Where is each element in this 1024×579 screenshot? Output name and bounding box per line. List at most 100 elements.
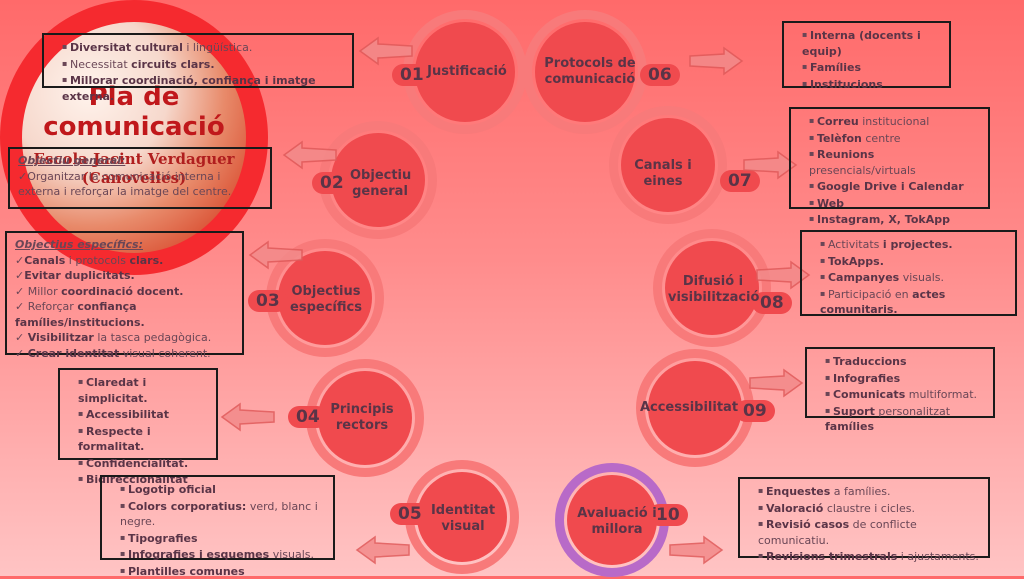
info-box-06: Interna (docents i equip) FamíliesInstitu… xyxy=(782,21,951,88)
text-segment: Evitar duplicitats. xyxy=(24,269,134,282)
title-line: comunicació xyxy=(43,112,224,142)
text-segment: visuals. xyxy=(899,271,944,284)
text-segment: a famílies. xyxy=(830,485,890,498)
node-label: Difusió i visibilització xyxy=(668,274,758,307)
text-segment: Accessibilitat xyxy=(86,408,169,421)
text-segment: Reunions xyxy=(817,148,874,161)
info-box-01: Diversitat cultural i lingüística.Necess… xyxy=(42,33,354,88)
node-label: Avaluació i millora xyxy=(572,506,662,539)
list-item: Correu institucional xyxy=(809,113,980,130)
text-segment: ✓ Millor xyxy=(15,285,61,298)
text-segment: ✓ Reforçar xyxy=(15,300,77,313)
text-segment: Visibilitzar xyxy=(28,331,94,344)
text-segment: Google Drive i Calendar xyxy=(817,180,964,193)
text-segment: Necessitat xyxy=(70,58,131,71)
info-box-03: Objectius específics:✓Canals i protocols… xyxy=(5,231,244,355)
text-segment: Interna (docents i equip) xyxy=(802,29,921,58)
list-item: ✓ Millor coordinació docent. xyxy=(15,284,234,300)
arrow-left-icon xyxy=(282,140,338,174)
list-item: Millorar coordinació, confiança i imatge… xyxy=(62,72,344,104)
text-segment: Famílies xyxy=(810,61,861,74)
text-segment: Participació en xyxy=(828,288,912,301)
box-list: Enquestes a famílies.Valoració claustre … xyxy=(758,483,980,565)
text-segment: multiformat. xyxy=(905,388,977,401)
list-item: Valoració claustre i cicles. xyxy=(758,500,980,517)
node-label: Objectius específics xyxy=(282,284,370,317)
text-segment: circuits clars. xyxy=(131,58,214,71)
info-box-07: Correu institucionalTelèfon centreReunio… xyxy=(789,107,990,209)
list-item: Famílies xyxy=(802,59,941,76)
list-item: Accessibilitat xyxy=(78,406,208,423)
text-segment: ✓ xyxy=(15,331,28,344)
text-segment: Web xyxy=(817,197,844,210)
list-item: Revisió casos de conflicte comunicatiu. xyxy=(758,516,980,548)
list-item: ✓Evitar duplicitats. xyxy=(15,268,234,284)
text-segment: Infografies i esquemes xyxy=(128,548,269,561)
text-segment: visuals. xyxy=(269,548,314,561)
text-segment: Activitats xyxy=(828,238,883,251)
list-item: Web xyxy=(809,195,980,212)
text-segment: famílies xyxy=(825,420,874,433)
text-segment: Claredat i simplicitat. xyxy=(78,376,148,405)
list-item: Colors corporatius: verd, blanc i negre. xyxy=(120,498,325,530)
node-number: 02 xyxy=(312,172,352,194)
box-list: Interna (docents i equip) FamíliesInstitu… xyxy=(802,27,941,92)
arrow-right-icon xyxy=(688,46,744,80)
text-segment: ✓ xyxy=(15,347,28,360)
text-segment: centre xyxy=(862,132,901,145)
text-segment: i lingüística. xyxy=(183,41,253,54)
list-item: Respecte i formalitat. xyxy=(78,423,208,455)
text-segment: i ajustaments. xyxy=(897,550,979,563)
list-item: Campanyes visuals. xyxy=(820,269,1007,286)
text-segment: Revisions trimestrals xyxy=(766,550,897,563)
box-list: Activitats i projectes. TokApps.Campanyes… xyxy=(820,236,1007,318)
list-item: Logotip oficial xyxy=(120,481,325,498)
list-item: Necessitat circuits clars. xyxy=(62,56,344,73)
box-heading: Objectiu general: xyxy=(18,153,262,169)
text-segment: Enquestes xyxy=(766,485,830,498)
list-item: Activitats i projectes. xyxy=(820,236,1007,253)
list-item: ✓ Visibilitzar la tasca pedagògica. xyxy=(15,330,234,346)
text-segment: Crear identitat xyxy=(28,347,120,360)
text-segment: coordinació docent. xyxy=(61,285,183,298)
text-segment: Valoració xyxy=(766,502,823,515)
box-list: Diversitat cultural i lingüística.Necess… xyxy=(62,39,344,104)
list-item: Participació en actes comunitaris. xyxy=(820,286,1007,318)
text-segment: Respecte i formalitat. xyxy=(78,425,151,454)
text-segment: Traduccions xyxy=(833,355,907,368)
list-item: Interna (docents i equip) xyxy=(802,27,941,59)
list-item: Confidencialitat. xyxy=(78,455,208,472)
list-item: Revisions trimestrals i ajustaments. xyxy=(758,548,980,565)
node-label: Protocols de comunicació xyxy=(540,56,640,89)
text-segment: Infografies xyxy=(833,372,900,385)
text-segment: ✓ xyxy=(15,269,24,282)
text-segment: claustre i cicles. xyxy=(823,502,915,515)
text-segment: Revisió casos xyxy=(766,518,849,531)
box-list: Claredat i simplicitat. AccessibilitatRes… xyxy=(78,374,208,488)
text-segment: clars. xyxy=(129,254,163,267)
list-item: Tipografies xyxy=(120,530,325,547)
list-item: Telèfon centre xyxy=(809,130,980,147)
node-label: Canals i eines xyxy=(628,158,698,191)
info-box-10: Enquestes a famílies.Valoració claustre … xyxy=(738,477,990,558)
node-label: Objectiu general xyxy=(350,168,410,201)
list-item: Enquestes a famílies. xyxy=(758,483,980,500)
text-segment: TokApps. xyxy=(828,255,884,268)
arrow-left-icon xyxy=(248,240,304,274)
list-item: Google Drive i Calendar xyxy=(809,178,980,195)
text-segment: Instagram, X, TokApp xyxy=(817,213,950,226)
list-item: TokApps. xyxy=(820,253,1007,270)
text-segment: Telèfon xyxy=(817,132,862,145)
info-box-04: Claredat i simplicitat. AccessibilitatRes… xyxy=(58,368,218,460)
list-item: Claredat i simplicitat. xyxy=(78,374,208,406)
arrow-left-icon xyxy=(220,402,276,436)
node-label: Principis rectors xyxy=(322,402,402,435)
text-segment: ✓ xyxy=(15,254,24,267)
node-label: Justificació xyxy=(412,64,522,80)
text-segment: Comunicats xyxy=(833,388,905,401)
text-segment: Institucions xyxy=(810,78,883,91)
node-label: Identitat visual xyxy=(420,503,506,536)
node-label: Accessibilitat xyxy=(634,400,744,416)
text-segment: la tasca pedagògica. xyxy=(94,331,211,344)
text-segment: presencials/virtuals xyxy=(809,164,916,177)
